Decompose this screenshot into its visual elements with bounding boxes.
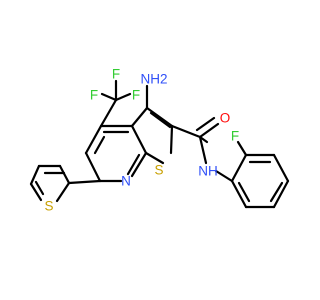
bond — [84, 124, 103, 155]
molecule-canvas: F F F NH2 O NH F N S S — [29, 67, 290, 214]
double-bond — [149, 111, 172, 129]
pyridine-nitrogen: N — [121, 174, 131, 189]
bond — [230, 179, 248, 209]
aryl-fluorine: F — [231, 129, 239, 144]
double-bond — [195, 116, 216, 132]
double-bond — [93, 135, 106, 155]
fluorine-atom-1: F — [90, 88, 98, 103]
bond — [114, 92, 132, 102]
fluorophenyl-ring — [214, 140, 290, 209]
fluorine-atom-3: F — [112, 67, 120, 82]
bond — [144, 151, 165, 165]
bond — [130, 106, 149, 128]
bond — [214, 169, 234, 183]
double-bond — [237, 181, 251, 203]
double-bond — [34, 180, 45, 196]
bond — [99, 98, 118, 128]
thienopyridine-ring — [130, 106, 174, 165]
double-bond — [126, 153, 141, 176]
trifluoromethyl-group — [99, 79, 132, 128]
bond — [67, 179, 102, 185]
bond — [55, 181, 71, 203]
bond — [100, 92, 118, 102]
bond — [169, 124, 174, 155]
bond — [58, 164, 71, 185]
bond — [230, 153, 248, 183]
bond — [170, 124, 202, 139]
thiophene-ring — [29, 164, 102, 203]
fused-thiophene-sulfur: S — [154, 163, 163, 178]
bond — [198, 135, 208, 165]
carboxamide-group — [170, 116, 220, 165]
bond — [84, 151, 102, 183]
bond — [29, 182, 43, 202]
thiophene-sulfur: S — [44, 199, 53, 214]
bond — [272, 179, 290, 209]
molecule-diagram: F F F NH2 O NH F N S S — [29, 67, 290, 214]
fluorine-atom-2: F — [132, 88, 140, 103]
amide-nitrogen: NH — [198, 164, 218, 179]
bond — [272, 153, 290, 183]
bond — [130, 151, 148, 178]
amino-group: NH2 — [140, 72, 167, 87]
double-bond — [269, 181, 284, 203]
carbonyl-oxygen: O — [220, 111, 231, 126]
pyridine-ring — [84, 124, 148, 183]
bond — [236, 140, 248, 157]
bond — [29, 164, 41, 186]
bond — [198, 122, 220, 139]
bond — [145, 106, 174, 128]
bond — [130, 124, 148, 155]
